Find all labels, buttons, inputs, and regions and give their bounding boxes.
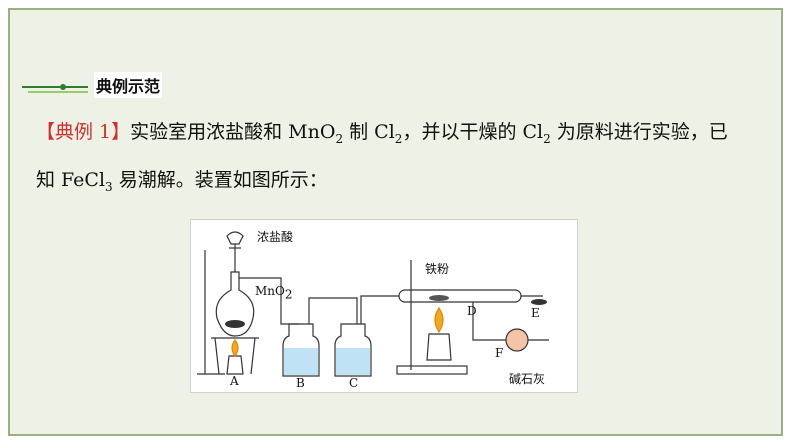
flask-a — [215, 271, 255, 337]
apparatus-figure: 浓盐酸 MnO2 A B C 铁粉 D E F 碱石灰 — [190, 219, 578, 393]
hard-glass-tube — [398, 289, 522, 303]
example-line-1: 【典例 1】实验室用浓盐酸和 MnO2 制 Cl2，并以干燥的 Cl2 为原料进… — [36, 117, 756, 146]
burner-a — [226, 355, 244, 375]
tube-c-d — [360, 295, 399, 324]
label-c: C — [349, 376, 359, 390]
label-a: A — [230, 374, 239, 388]
label-e: E — [531, 306, 540, 320]
subscript: 2 — [394, 131, 403, 146]
label-d: D — [467, 304, 477, 318]
bottle-b — [282, 323, 320, 377]
subscript: 2 — [335, 131, 344, 146]
label-acid: 浓盐酸 — [257, 230, 294, 244]
label-b: B — [296, 376, 305, 390]
text-seg: 知 FeCl — [36, 169, 106, 191]
subscript: 2 — [543, 131, 551, 146]
text-seg: 易潮解。装置如图所示： — [112, 169, 328, 191]
text-seg: 实验室用浓盐酸和 MnO — [130, 121, 336, 143]
flame-a — [231, 338, 239, 358]
tube-f — [472, 302, 507, 341]
label-iron: 铁粉 — [425, 262, 450, 276]
label-mno2: MnO2 — [255, 284, 293, 302]
text-seg: 制 Cl — [343, 121, 395, 143]
subscript: 3 — [105, 179, 113, 194]
stand-base-d — [396, 365, 468, 375]
section-header: 典例示范 — [22, 72, 175, 98]
tube-b-c — [308, 297, 358, 324]
separatory-funnel — [226, 231, 244, 245]
bottle-c — [334, 323, 372, 377]
example-tag: 【典例 1】 — [36, 121, 131, 143]
label-soda-lime: 碱石灰 — [509, 372, 546, 386]
label-f: F — [495, 346, 504, 360]
burner-d — [426, 333, 452, 361]
decorative-line — [22, 75, 88, 95]
apparatus-diagram — [197, 231, 549, 377]
flame-d — [434, 306, 444, 334]
section-title: 典例示范 — [94, 72, 163, 98]
example-line-2: 知 FeCl3 易潮解。装置如图所示： — [36, 165, 756, 194]
text-seg: 为原料进行实验，已 — [550, 121, 728, 143]
text-seg: ，并以干燥的 Cl — [402, 121, 544, 143]
soda-lime-tube — [505, 328, 529, 352]
